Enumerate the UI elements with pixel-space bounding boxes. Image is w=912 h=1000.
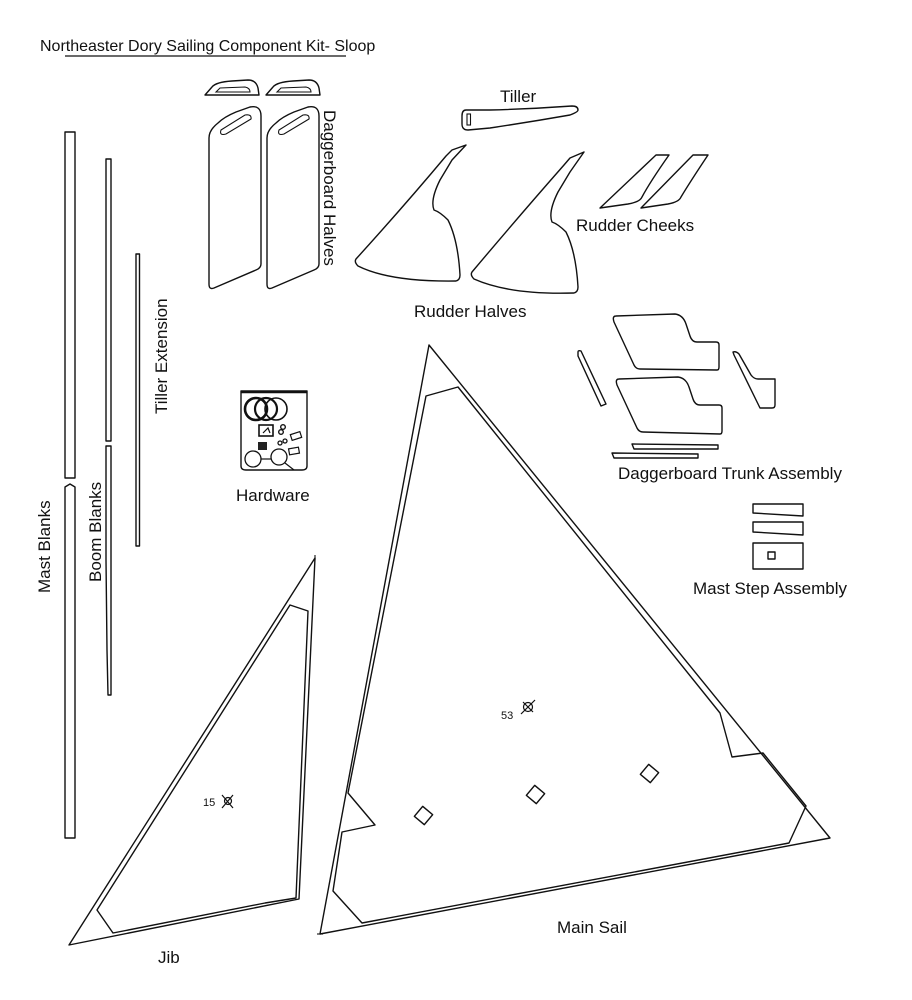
rudder-cheeks: [599, 154, 709, 209]
reef-point: [639, 763, 660, 784]
main-number-mark: 53: [501, 699, 536, 722]
main-sail: [317, 344, 831, 935]
label-jib: Jib: [158, 948, 180, 967]
label-rudder-cheeks: Rudder Cheeks: [576, 216, 694, 235]
crossed-circle-icon: [221, 794, 234, 809]
daggerboard-halves: [208, 106, 320, 290]
label-tiller-extension: Tiller Extension: [152, 298, 171, 414]
mast-step-assembly: [752, 503, 804, 570]
rudder-halves: [354, 144, 585, 294]
label-rudder-halves: Rudder Halves: [414, 302, 526, 321]
boom-blanks: [105, 158, 112, 696]
jib-sail: [68, 555, 316, 946]
jib-number-mark: 15: [203, 794, 234, 809]
svg-text:53: 53: [501, 710, 513, 722]
label-hardware: Hardware: [236, 486, 310, 505]
svg-text:15: 15: [203, 797, 215, 809]
label-daggerboard-halves: Daggerboard Halves: [320, 110, 339, 266]
tiller-extension-part: [135, 253, 141, 547]
page-title: Northeaster Dory Sailing Component Kit- …: [40, 38, 375, 55]
reef-point: [525, 784, 546, 805]
crossed-circle-icon: [520, 699, 536, 715]
label-mast-step-assembly: Mast Step Assembly: [693, 579, 848, 598]
label-daggerboard-trunk-assembly: Daggerboard Trunk Assembly: [618, 464, 842, 483]
daggerboard-trunk-assembly: [577, 313, 776, 459]
label-main-sail: Main Sail: [557, 918, 627, 937]
reef-point: [413, 805, 434, 826]
main-sail-reef-points: [413, 763, 660, 826]
daggerboard-handles: [204, 79, 321, 96]
label-mast-blanks: Mast Blanks: [35, 500, 54, 593]
hardware-bag-icon: [240, 390, 308, 471]
tiller-part: [461, 105, 579, 131]
label-boom-blanks: Boom Blanks: [86, 482, 105, 582]
mast-blanks: [64, 131, 76, 839]
label-tiller: Tiller: [500, 87, 537, 106]
